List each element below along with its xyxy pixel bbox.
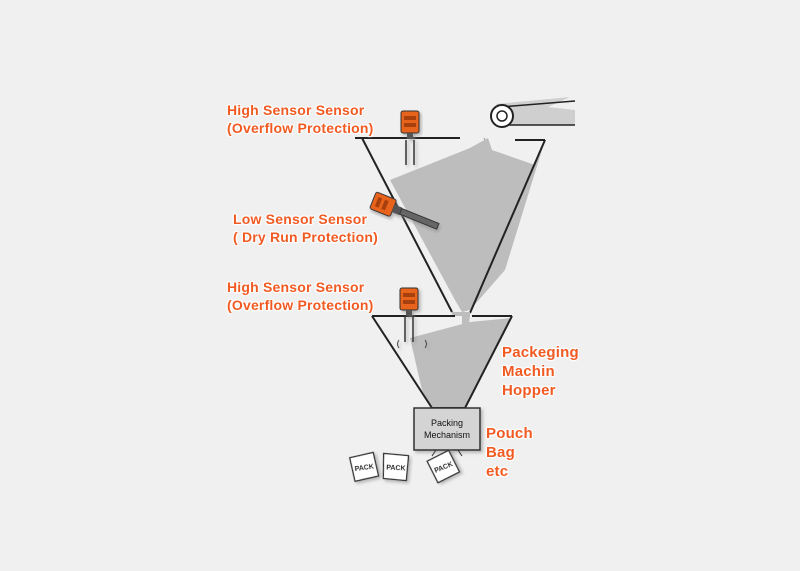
pack-label: PACK <box>354 464 374 474</box>
conveyor-belt <box>481 97 576 169</box>
output-line1: Pouch <box>486 425 533 442</box>
high-sensor-top-label: High Sensor Sensor (Overflow Protection) <box>227 101 374 137</box>
packing-mechanism-line1: Packing <box>431 418 463 428</box>
hopper-line1: Packeging <box>502 344 579 361</box>
pack-3-icon: PACK <box>426 449 461 484</box>
lower-hopper <box>371 315 513 409</box>
high-sensor-bottom-line2: (Overflow Protection) <box>227 297 374 313</box>
high-sensor-top-line2: (Overflow Protection) <box>227 120 374 136</box>
packing-mechanism-box: Packing Mechanism <box>413 407 481 457</box>
hopper-line3: Hopper <box>502 382 556 399</box>
low-sensor-line1: Low Sensor Sensor <box>233 211 368 227</box>
low-sensor-label: Low Sensor Sensor ( Dry Run Protection) <box>233 210 378 246</box>
high-sensor-bottom-icon <box>397 287 427 349</box>
high-sensor-top-line1: High Sensor Sensor <box>227 102 365 118</box>
pack-1-icon: PACK <box>348 451 380 483</box>
packing-mechanism-line2: Mechanism <box>424 430 470 440</box>
hopper-line2: Machin <box>502 363 555 380</box>
low-sensor-line2: ( Dry Run Protection) <box>233 229 378 245</box>
high-sensor-bottom-label: High Sensor Sensor (Overflow Protection) <box>227 278 374 314</box>
high-sensor-bottom-line1: High Sensor Sensor <box>227 279 365 295</box>
output-line2: Bag <box>486 444 515 461</box>
pack-2-icon: PACK <box>382 452 410 482</box>
output-line3: etc <box>486 463 509 480</box>
high-sensor-top-icon <box>400 110 420 165</box>
hopper-label: Packeging Machin Hopper <box>502 343 579 400</box>
low-sensor-icon <box>369 191 440 230</box>
upper-hopper <box>355 137 546 316</box>
pack-label: PACK <box>386 465 406 473</box>
output-label: Pouch Bag etc <box>486 424 533 481</box>
